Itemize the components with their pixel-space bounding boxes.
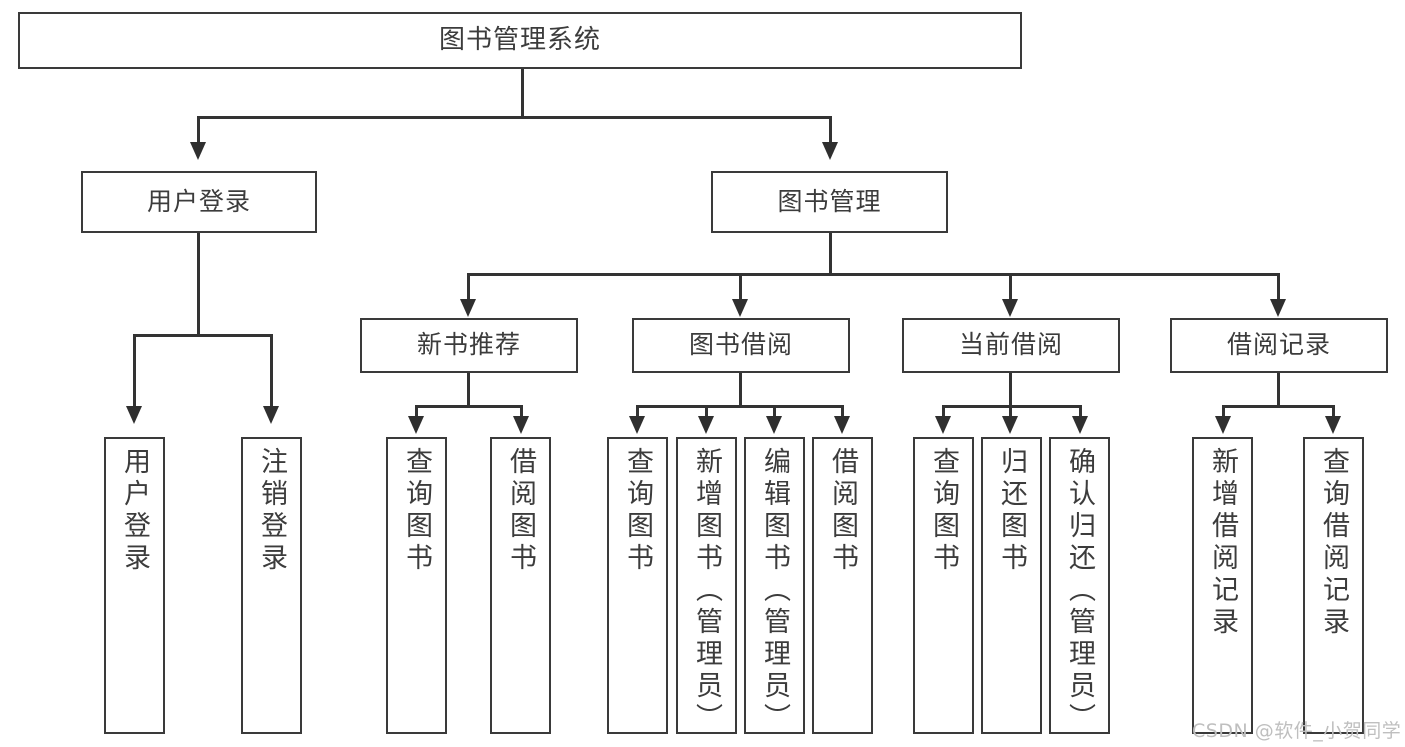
arrow-current-borrow-child1 (935, 416, 951, 434)
connector-to-book-borrow (739, 273, 742, 301)
arrow-to-new-book (460, 299, 476, 317)
node-book-management[interactable]: 图书管理 (711, 171, 948, 233)
node-label: 查询借阅记录 (1318, 447, 1349, 639)
leaf-book-borrow-borrow[interactable]: 借阅图书 (812, 437, 873, 734)
connector-borrow-record-child1 (1222, 405, 1225, 419)
connector-level2-bus (197, 116, 832, 119)
node-label: 确认归还（管理员） (1064, 447, 1095, 735)
node-label: 查询图书 (401, 447, 432, 575)
node-label: 新书推荐 (416, 330, 521, 360)
node-label: 查询图书 (622, 447, 653, 575)
arrow-book-borrow-child1 (629, 416, 645, 434)
arrow-user-login-child2 (263, 406, 279, 424)
arrow-current-borrow-child3 (1072, 416, 1088, 434)
node-label: 归还图书 (996, 447, 1027, 575)
connector-user-login-stem (197, 233, 200, 336)
arrow-to-book-borrow (732, 299, 748, 317)
connector-book-borrow-bus (636, 405, 844, 408)
arrow-borrow-record-child2 (1325, 416, 1341, 434)
connector-borrow-record-child2 (1332, 405, 1335, 419)
connector-user-login-child1 (133, 334, 136, 408)
connector-new-book-child2 (520, 405, 523, 419)
node-root-system[interactable]: 图书管理系统 (18, 12, 1022, 69)
node-label: 用户登录 (119, 447, 150, 575)
node-label: 借阅记录 (1226, 330, 1331, 360)
arrow-to-user-login (190, 142, 206, 160)
node-user-login[interactable]: 用户登录 (81, 171, 317, 233)
leaf-book-borrow-edit[interactable]: 编辑图书（管理员） (744, 437, 805, 735)
node-label: 图书管理 (777, 186, 882, 216)
connector-book-borrow-child1 (636, 405, 639, 419)
connector-to-current-borrow (1009, 273, 1012, 301)
connector-root-stem (521, 69, 524, 118)
connector-current-borrow-bus (942, 405, 1082, 408)
connector-to-book-manage (829, 116, 832, 144)
connector-user-login-child2 (270, 334, 273, 408)
node-book-borrow[interactable]: 图书借阅 (632, 318, 850, 373)
node-label: 当前借阅 (958, 330, 1063, 360)
node-label: 用户登录 (146, 186, 251, 216)
arrow-user-login-child1 (126, 406, 142, 424)
arrow-to-current-borrow (1002, 299, 1018, 317)
node-label: 新增借阅记录 (1207, 447, 1238, 639)
connector-book-manage-stem (829, 233, 832, 275)
connector-level3-bus (467, 273, 1280, 276)
node-label: 借阅图书 (505, 447, 536, 575)
connector-new-book-child1 (415, 405, 418, 419)
node-label: 编辑图书（管理员） (759, 447, 790, 735)
connector-to-borrow-record (1277, 273, 1280, 301)
connector-book-borrow-child3 (773, 405, 776, 419)
leaf-borrow-record-query[interactable]: 查询借阅记录 (1303, 437, 1364, 734)
connector-new-book-bus (415, 405, 523, 408)
connector-book-borrow-child4 (841, 405, 844, 419)
connector-book-borrow-stem (739, 373, 742, 408)
node-label: 查询图书 (928, 447, 959, 575)
node-label: 新增图书（管理员） (691, 447, 722, 735)
connector-current-borrow-child3 (1079, 405, 1082, 419)
node-label: 图书管理系统 (438, 24, 601, 55)
connector-user-login-bus (133, 334, 273, 337)
node-label: 图书借阅 (688, 330, 793, 360)
node-current-borrow[interactable]: 当前借阅 (902, 318, 1120, 373)
leaf-borrow-record-add[interactable]: 新增借阅记录 (1192, 437, 1253, 734)
node-new-book-recommend[interactable]: 新书推荐 (360, 318, 578, 373)
leaf-new-book-borrow[interactable]: 借阅图书 (490, 437, 551, 734)
connector-borrow-record-stem (1277, 373, 1280, 408)
leaf-book-borrow-add[interactable]: 新增图书（管理员） (676, 437, 737, 735)
arrow-borrow-record-child1 (1215, 416, 1231, 434)
connector-book-borrow-child2 (705, 405, 708, 419)
connector-current-borrow-child2 (1009, 405, 1012, 419)
leaf-current-borrow-return[interactable]: 归还图书 (981, 437, 1042, 734)
arrow-to-book-manage (822, 142, 838, 160)
connector-to-new-book (467, 273, 470, 301)
leaf-new-book-query[interactable]: 查询图书 (386, 437, 447, 734)
connector-new-book-stem (467, 373, 470, 408)
arrow-book-borrow-child2 (698, 416, 714, 434)
arrow-to-borrow-record (1270, 299, 1286, 317)
arrow-book-borrow-child4 (834, 416, 850, 434)
leaf-current-borrow-confirm[interactable]: 确认归还（管理员） (1049, 437, 1110, 735)
leaf-book-borrow-query[interactable]: 查询图书 (607, 437, 668, 734)
node-label: 借阅图书 (827, 447, 858, 575)
leaf-user-login-login[interactable]: 用户登录 (104, 437, 165, 734)
arrow-book-borrow-child3 (766, 416, 782, 434)
node-label: 注销登录 (256, 447, 287, 575)
connector-current-borrow-stem (1009, 373, 1012, 408)
leaf-current-borrow-query[interactable]: 查询图书 (913, 437, 974, 734)
arrow-new-book-child1 (408, 416, 424, 434)
connector-borrow-record-bus (1222, 405, 1335, 408)
leaf-user-login-logout[interactable]: 注销登录 (241, 437, 302, 734)
connector-to-user-login (197, 116, 200, 144)
arrow-current-borrow-child2 (1002, 416, 1018, 434)
arrow-new-book-child2 (513, 416, 529, 434)
node-borrow-record[interactable]: 借阅记录 (1170, 318, 1388, 373)
connector-current-borrow-child1 (942, 405, 945, 419)
